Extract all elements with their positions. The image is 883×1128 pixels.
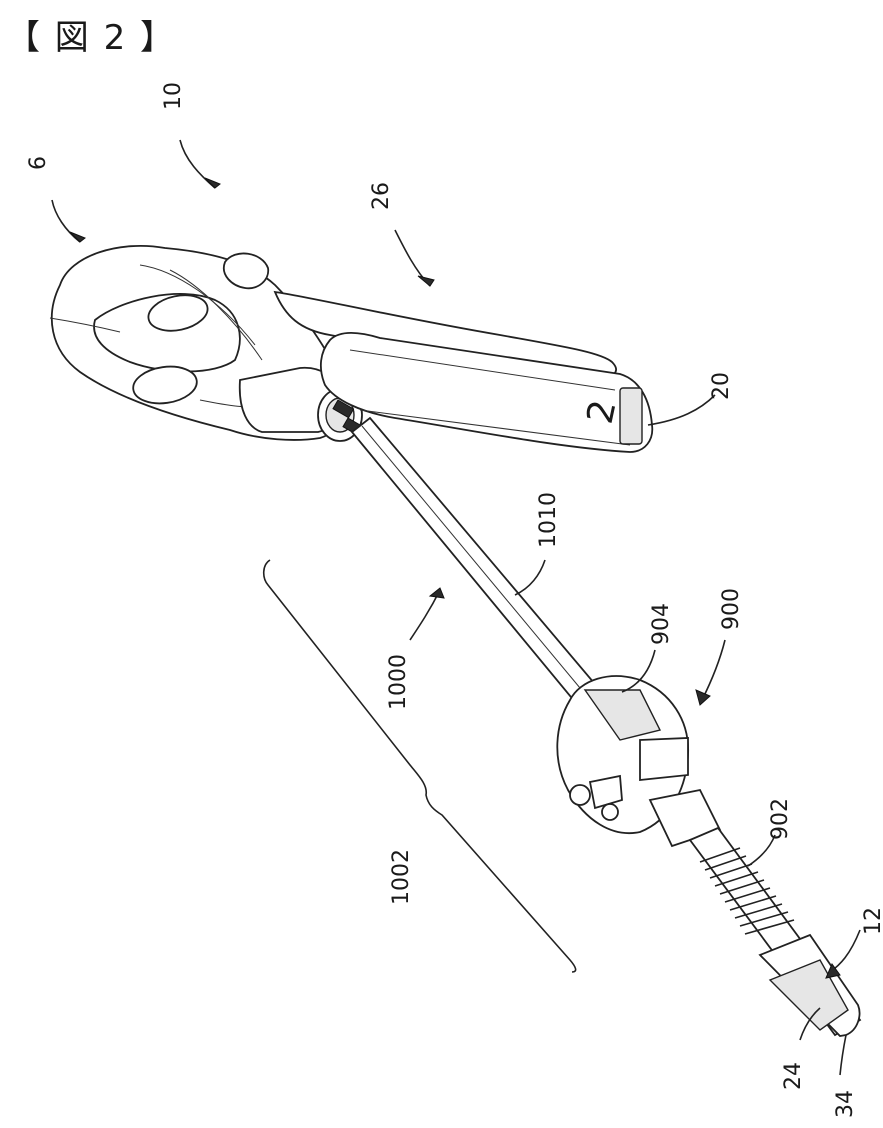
ref-12: 12	[861, 907, 883, 935]
ref-1010: 1010	[536, 492, 561, 548]
ref-24: 24	[781, 1062, 806, 1090]
ref-10: 10	[161, 82, 186, 110]
ref-904: 904	[649, 603, 674, 645]
ref-26: 26	[369, 182, 394, 210]
ref-900: 900	[719, 588, 744, 630]
ref-6: 6	[26, 156, 51, 170]
ref-902: 902	[768, 798, 793, 840]
ref-20: 20	[709, 372, 734, 400]
ref-1000: 1000	[386, 654, 411, 710]
handle-assembly	[50, 246, 364, 441]
end-effector	[650, 790, 860, 1036]
ref-34: 34	[833, 1090, 858, 1118]
ref-1002: 1002	[389, 849, 414, 905]
